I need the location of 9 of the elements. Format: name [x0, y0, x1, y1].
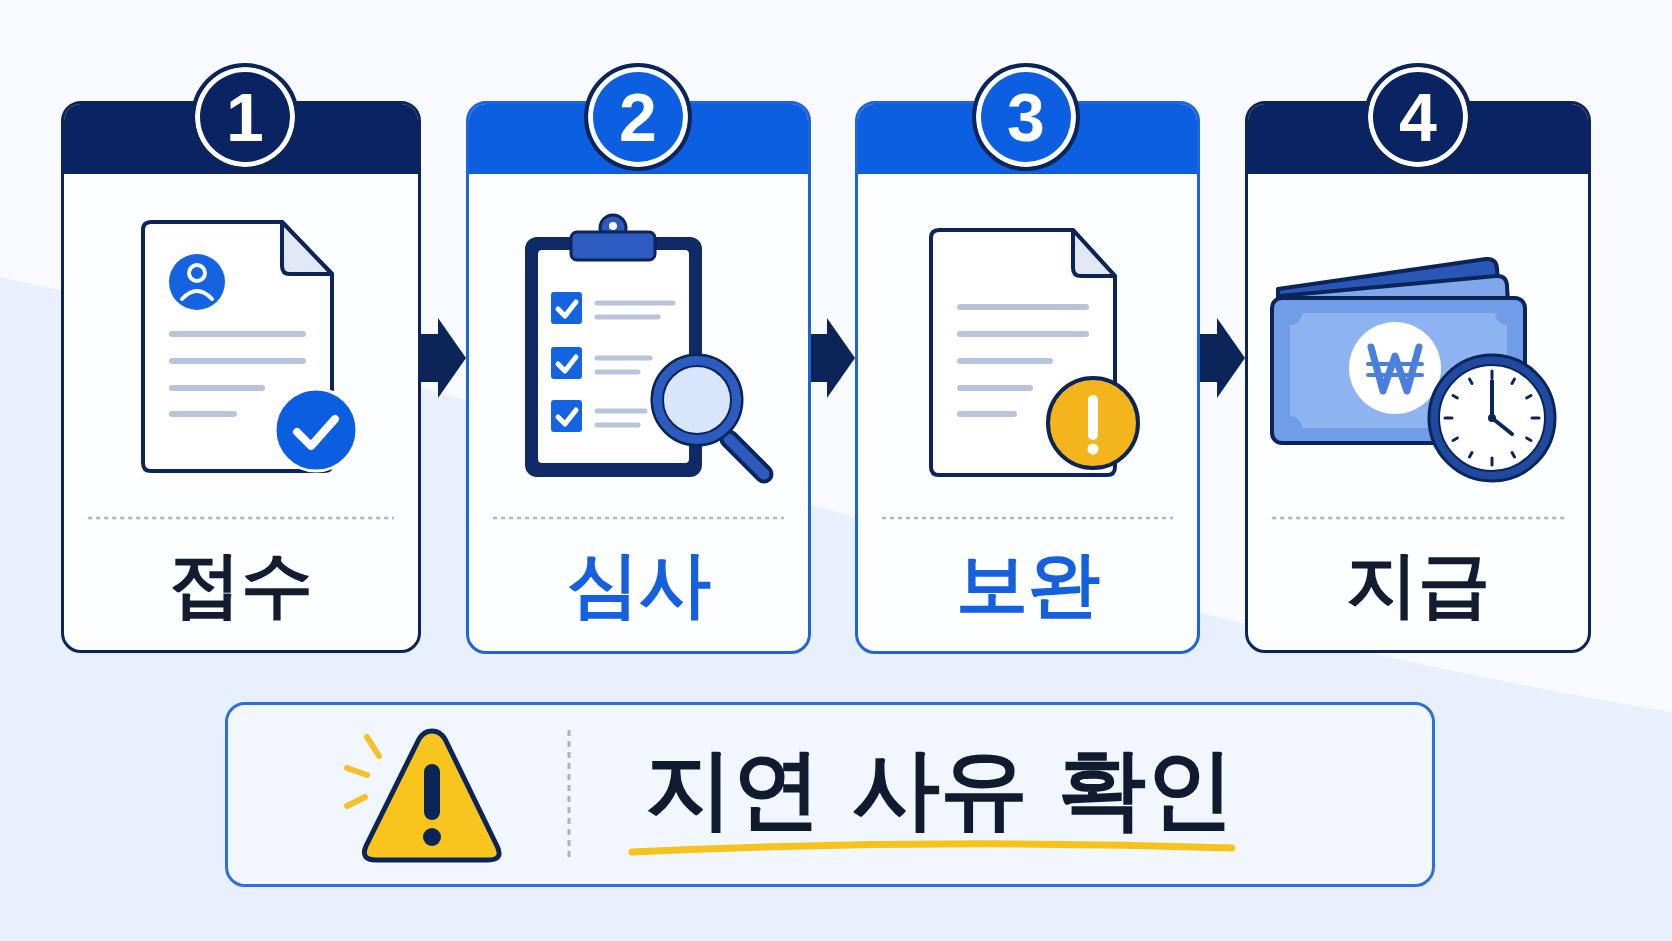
- step-label: 지급: [1346, 548, 1490, 620]
- notice-text: 지연 사유 확인: [645, 745, 1235, 833]
- notice-box: [225, 702, 1435, 887]
- step-label: 접수: [169, 548, 313, 620]
- arrow: [421, 318, 466, 398]
- step-label: 보완: [955, 548, 1100, 620]
- arrow: [1200, 318, 1245, 398]
- step-label: 심사: [566, 548, 711, 620]
- arrow: [811, 318, 855, 398]
